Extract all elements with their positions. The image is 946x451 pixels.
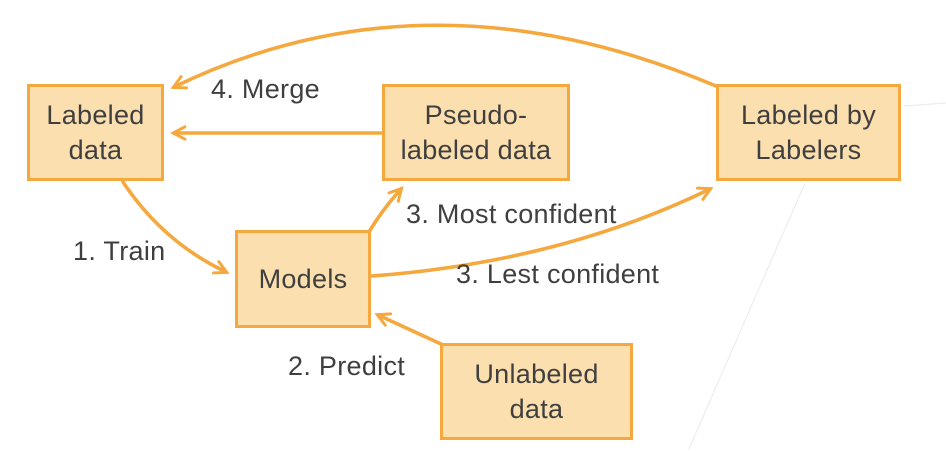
edge-label-most-confident: 3. Most confident — [406, 199, 617, 229]
node-models: Models — [235, 230, 371, 328]
edge-arrow-merge — [170, 23, 718, 90]
edge-arrow-train — [121, 180, 230, 275]
node-pseudo-labeled-data: Pseudo- labeled data — [382, 84, 570, 181]
node-labeled-data: Labeled data — [27, 84, 164, 181]
node-labeled-by-labelers: Labeled by Labelers — [716, 84, 901, 181]
edge-arrow-most-confident — [364, 186, 404, 239]
edge-arrow-predict — [374, 312, 443, 346]
edge-label-train: 1. Train — [73, 236, 166, 266]
edge-arrow-least-confident — [370, 186, 714, 278]
edge-label-least-confident: 3. Lest confident — [456, 259, 660, 289]
node-models-label: Models — [258, 263, 348, 294]
edge-label-predict: 2. Predict — [288, 351, 406, 381]
background-faint-line-diagonal — [688, 182, 806, 450]
node-unlabeled-data: Unlabeled data — [440, 343, 633, 440]
edge-label-merge: 4. Merge — [211, 74, 320, 104]
node-unlabeled-data-label: Unlabeled data — [474, 358, 599, 424]
background-faint-line-horizontal — [903, 102, 946, 107]
node-pseudo-labeled-data-label: Pseudo- labeled data — [400, 99, 552, 165]
node-labeled-data-label: Labeled data — [46, 99, 145, 165]
node-labeled-by-labelers-label: Labeled by Labelers — [740, 99, 877, 165]
